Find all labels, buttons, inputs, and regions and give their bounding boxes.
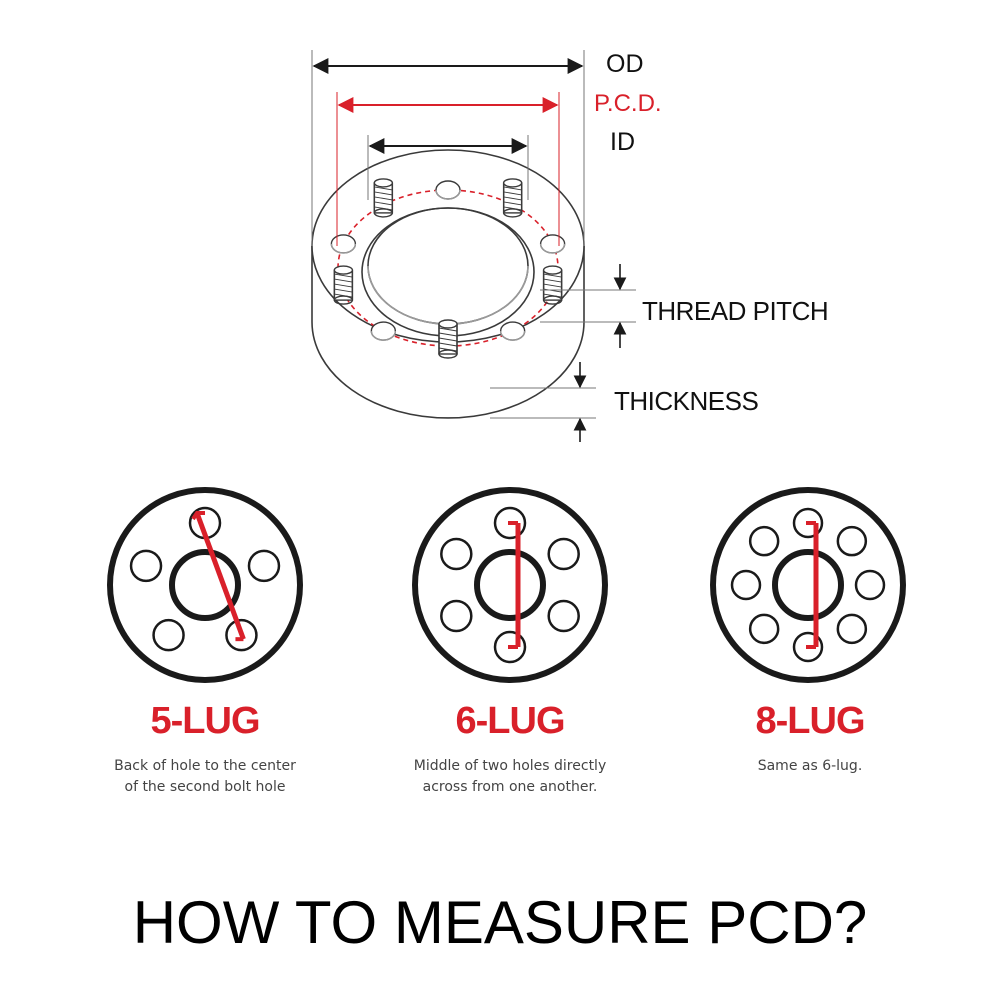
lug-desc-line: of the second bolt hole xyxy=(124,779,286,795)
wheel-stud xyxy=(502,178,523,218)
id-label: ID xyxy=(610,128,635,156)
hub-outer-ring xyxy=(710,487,906,683)
studs-group xyxy=(330,178,566,359)
wheel-stud xyxy=(542,265,563,305)
hub-outer-ring xyxy=(412,487,608,683)
dimension-guides xyxy=(311,50,636,419)
lug-pattern-5 xyxy=(107,487,303,683)
lug-desc-8: Same as 6-lug. xyxy=(660,756,960,777)
lug-hole xyxy=(792,631,824,663)
lug-title-5: 5-LUG xyxy=(150,700,261,742)
lug-desc-6: Middle of two holes directly across from… xyxy=(360,756,660,798)
lug-desc-5: Back of hole to the center of the second… xyxy=(55,756,355,798)
lug-hole xyxy=(730,569,762,601)
lug-hole xyxy=(854,569,886,601)
pcd-measure-tick xyxy=(191,511,205,521)
lug-hole xyxy=(748,613,780,645)
lug-hole xyxy=(836,525,868,557)
lug-title-6: 6-LUG xyxy=(455,700,566,742)
bolt-hole xyxy=(499,321,526,341)
lug-hole xyxy=(836,613,868,645)
center-bore xyxy=(474,549,546,621)
thread-pitch-label: THREAD PITCH xyxy=(642,296,829,326)
lug-hole xyxy=(493,506,527,540)
lug-hole xyxy=(792,507,824,539)
bolt-hole xyxy=(370,321,397,341)
lug-hole xyxy=(547,599,580,633)
pcd-label: P.C.D. xyxy=(594,90,662,117)
wheel-stud xyxy=(333,265,354,305)
lug-title-8: 8-LUG xyxy=(755,700,866,742)
page-title: HOW TO MEASURE PCD? xyxy=(132,889,868,956)
lug-desc-line: Back of hole to the center xyxy=(114,758,296,774)
lug-hole xyxy=(493,630,527,664)
wheel-stud xyxy=(438,319,458,359)
bolt-hole xyxy=(435,180,461,200)
lug-hole xyxy=(225,618,258,652)
wheel-stud xyxy=(373,178,394,218)
lug-pattern-6 xyxy=(412,487,608,683)
lug-hole xyxy=(129,549,163,583)
lug-hole xyxy=(152,618,185,652)
bolt-hole xyxy=(539,234,566,254)
hub-outer-ring xyxy=(107,487,303,683)
thickness-label: THICKNESS xyxy=(614,386,759,416)
center-bore xyxy=(169,549,241,621)
lug-hole xyxy=(247,549,281,583)
lug-hole xyxy=(440,599,473,633)
lug-patterns xyxy=(107,487,906,683)
pcd-measure-line xyxy=(194,512,246,641)
lug-hole xyxy=(440,537,473,571)
center-bore xyxy=(772,549,844,621)
lug-desc-line: across from one another. xyxy=(422,779,598,795)
lug-desc-line: Middle of two holes directly xyxy=(413,758,607,774)
lug-pattern-8 xyxy=(710,487,906,683)
lug-hole xyxy=(547,537,580,571)
lug-hole xyxy=(748,525,780,557)
lug-desc-line: Same as 6-lug. xyxy=(757,758,863,774)
od-label: OD xyxy=(606,50,644,78)
bolt-hole xyxy=(330,234,357,254)
